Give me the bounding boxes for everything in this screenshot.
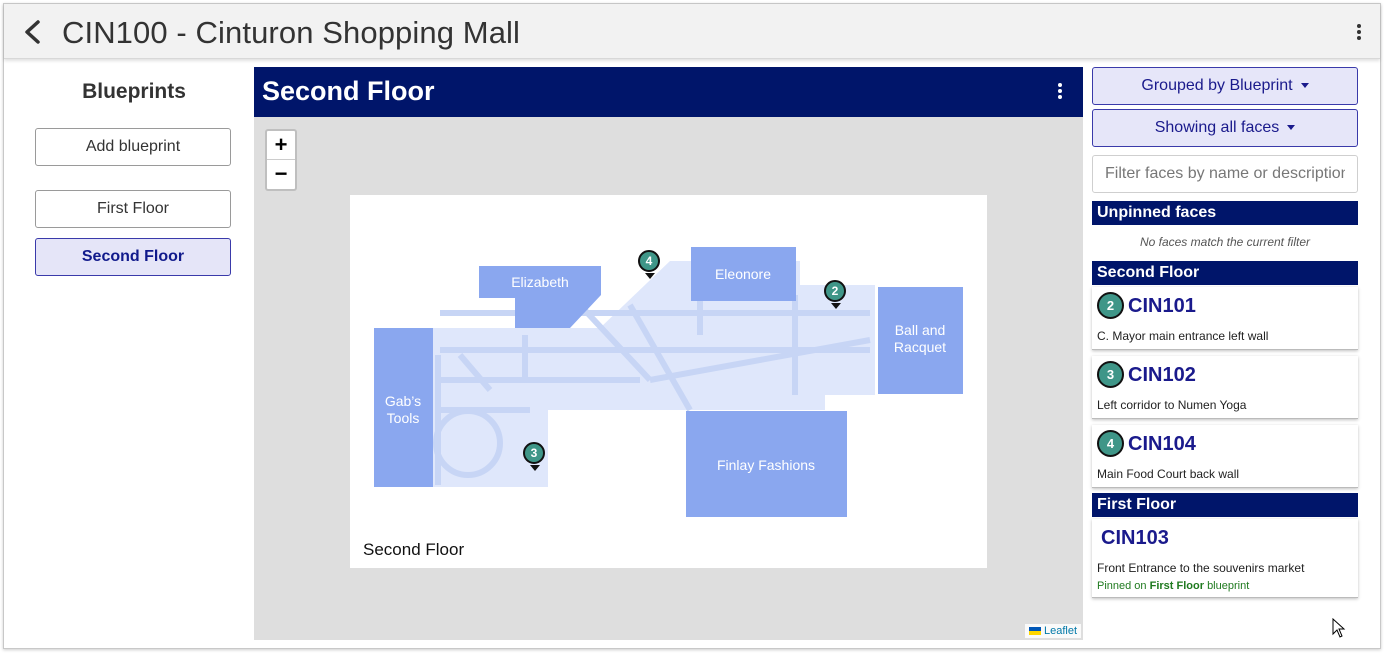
flag-icon — [1028, 627, 1041, 636]
add-blueprint-button[interactable]: Add blueprint — [35, 128, 231, 166]
app-window: CIN100 - Cinturon Shopping Mall Blueprin… — [3, 3, 1381, 649]
empty-state-text: No faces match the current filter — [1139, 235, 1311, 249]
map-attribution[interactable]: Leaflet — [1024, 624, 1081, 638]
zoom-out-button[interactable]: − — [274, 161, 288, 186]
marker-badge: 3 — [523, 442, 545, 464]
face-description: C. Mayor main entrance left wall — [1097, 329, 1269, 343]
pinned-suffix: blueprint — [1207, 580, 1250, 592]
blueprint-caption: Second Floor — [363, 540, 465, 559]
section-second-floor: Second Floor — [1092, 261, 1358, 285]
section-unpinned-faces: Unpinned faces — [1092, 201, 1358, 225]
face-badge: 4 — [1097, 430, 1124, 457]
face-description: Left corridor to Numen Yoga — [1097, 398, 1247, 412]
zoom-control: + − — [265, 129, 297, 191]
face-name[interactable]: CIN101 — [1128, 295, 1196, 317]
back-arrow-icon[interactable] — [20, 18, 46, 46]
marker-badge: 2 — [824, 280, 846, 302]
store-label-finlay-fashions: Finlay Fashions — [717, 457, 815, 473]
face-marker-4[interactable]: 4 — [638, 250, 662, 280]
sidebar-heading: Blueprints — [82, 80, 186, 103]
face-badge: 3 — [1097, 361, 1124, 388]
mouse-cursor-icon — [1332, 618, 1346, 638]
face-card-cin103[interactable]: CIN103 Front Entrance to the souvenirs m… — [1092, 519, 1358, 598]
store-label-eleonore: Eleonore — [715, 266, 771, 282]
faces-panel: Grouped by Blueprint Showing all faces U… — [1092, 67, 1360, 642]
face-filter-dropdown[interactable]: Showing all faces — [1092, 109, 1358, 147]
pinned-prefix: Pinned on — [1097, 580, 1147, 592]
page-title: CIN100 - Cinturon Shopping Mall — [62, 15, 521, 50]
face-name[interactable]: CIN103 — [1101, 527, 1169, 549]
group-by-label: Grouped by Blueprint — [1141, 77, 1293, 94]
map-title: Second Floor — [262, 76, 435, 106]
face-name[interactable]: CIN102 — [1128, 364, 1196, 386]
face-badge: 2 — [1097, 292, 1124, 319]
pinned-blueprint-name: First Floor — [1149, 580, 1204, 592]
top-bar: CIN100 - Cinturon Shopping Mall — [4, 4, 1380, 59]
more-options-icon[interactable] — [1352, 22, 1366, 46]
blueprint-item-first-floor[interactable]: First Floor — [35, 190, 231, 228]
face-marker-3[interactable]: 3 — [523, 442, 547, 472]
face-description: Front Entrance to the souvenirs market — [1097, 561, 1305, 575]
face-card-cin102[interactable]: 3 CIN102 Left corridor to Numen Yoga — [1092, 356, 1358, 419]
pinned-note: Pinned on First Floor blueprint — [1097, 580, 1249, 592]
marker-badge: 4 — [638, 250, 660, 272]
face-filter-label: Showing all faces — [1154, 119, 1280, 136]
face-card-cin101[interactable]: 2 CIN101 C. Mayor main entrance left wal… — [1092, 287, 1358, 350]
blueprint-item-second-floor[interactable]: Second Floor — [35, 238, 231, 276]
face-marker-2[interactable]: 2 — [824, 280, 848, 310]
face-description: Main Food Court back wall — [1097, 467, 1240, 481]
map-options-icon[interactable] — [1053, 81, 1067, 105]
face-card-cin104[interactable]: 4 CIN104 Main Food Court back wall — [1092, 425, 1358, 488]
caret-down-icon — [1287, 125, 1296, 131]
map-header: Second Floor — [254, 67, 1083, 117]
filter-faces-input[interactable] — [1092, 155, 1358, 193]
store-label-elizabeth: Elizabeth — [511, 274, 569, 290]
attribution-link[interactable]: Leaflet — [1043, 625, 1077, 637]
section-first-floor: First Floor — [1092, 493, 1358, 517]
map-panel[interactable]: Second Floor + − — [254, 67, 1083, 640]
caret-down-icon — [1300, 83, 1309, 89]
face-name[interactable]: CIN104 — [1128, 433, 1196, 455]
group-by-dropdown[interactable]: Grouped by Blueprint — [1092, 67, 1358, 105]
zoom-in-button[interactable]: + — [267, 131, 295, 160]
blueprints-sidebar: Blueprints Add blueprint First Floor Sec… — [4, 60, 254, 648]
